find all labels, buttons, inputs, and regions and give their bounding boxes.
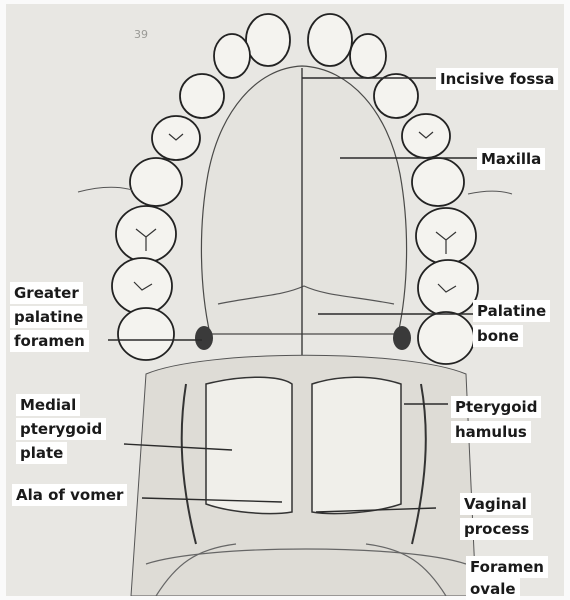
label-foramen-ovale-line1: Foramen (466, 556, 548, 578)
label-vaginal-process-line1: Vaginal (460, 493, 531, 515)
label-foramen-ovale-line2: ovale (466, 578, 520, 600)
left-choana (206, 377, 292, 513)
label-greater-palatine-line3: foramen (10, 330, 89, 352)
label-maxilla: Maxilla (477, 148, 545, 170)
label-greater-palatine-line1: Greater (10, 282, 83, 304)
label-medial-pterygoid-line2: pterygoid (16, 418, 106, 440)
label-palatine-bone-line1: Palatine (473, 300, 550, 322)
right-choana (312, 377, 401, 513)
label-greater-palatine-line2: palatine (10, 306, 87, 328)
label-medial-pterygoid-line3: plate (16, 442, 67, 464)
label-vaginal-process-line2: process (460, 518, 533, 540)
page-number: 39 (134, 28, 148, 41)
label-pterygoid-hamulus-line1: Pterygoid (451, 396, 541, 418)
label-pterygoid-hamulus-line2: hamulus (451, 421, 531, 443)
label-incisive-fossa: Incisive fossa (436, 68, 558, 90)
right-greater-palatine-foramen (393, 326, 411, 350)
label-medial-pterygoid-line1: Medial (16, 394, 80, 416)
left-greater-palatine-foramen (195, 326, 213, 350)
label-ala-of-vomer: Ala of vomer (12, 484, 127, 506)
label-palatine-bone-line2: bone (473, 325, 523, 347)
